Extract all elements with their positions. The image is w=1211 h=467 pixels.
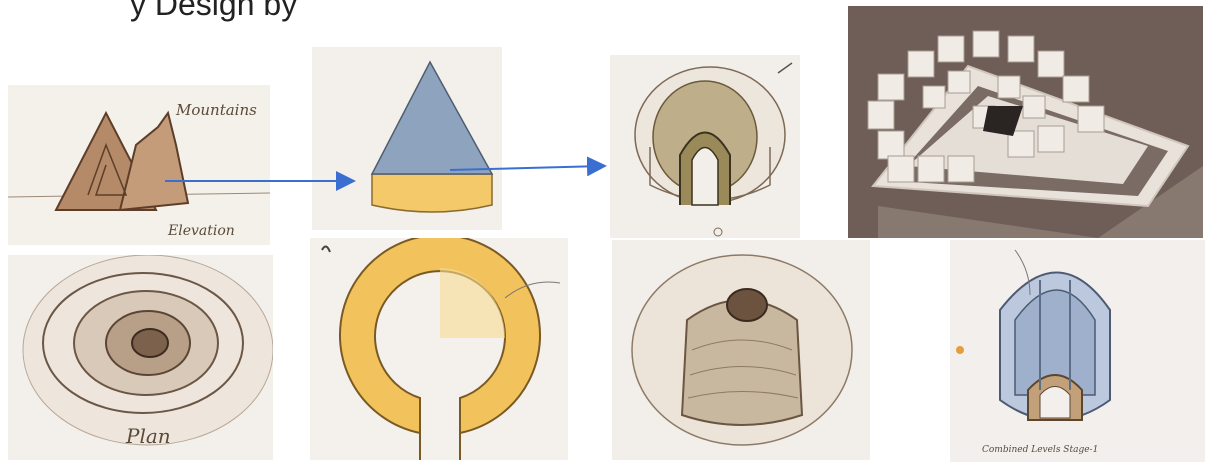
dome-sketch — [612, 240, 870, 460]
plan-sketch: Plan — [8, 255, 273, 460]
page-heading: y Design by — [130, 0, 297, 23]
ring-sketch — [310, 238, 568, 460]
mountains-label: Mountains — [175, 101, 257, 119]
stage-caption: Combined Levels Stage-1 — [982, 445, 1098, 455]
cone-sketch — [312, 47, 502, 230]
combined-levels-sketch: Combined Levels Stage-1 — [950, 240, 1205, 462]
model-render — [848, 6, 1203, 238]
elevation-label: Elevation — [167, 223, 235, 239]
plan-label: Plan — [125, 424, 171, 448]
hollow-sketch — [610, 55, 800, 238]
mountains-sketch: Mountains Elevation — [8, 85, 270, 245]
